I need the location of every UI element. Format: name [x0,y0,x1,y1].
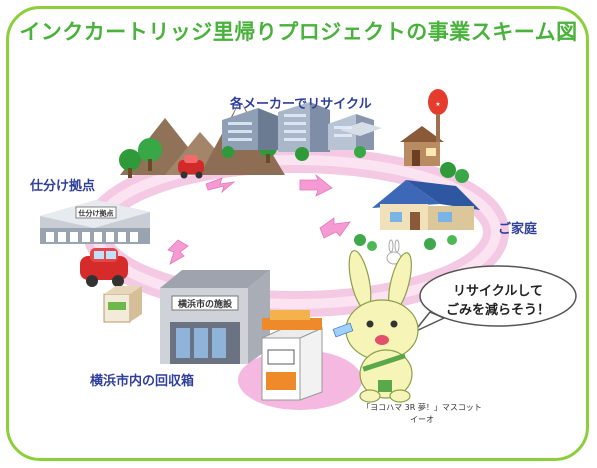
mascot-name: イーオ [410,415,434,424]
arrow-icon [299,173,333,197]
speech-line: ごみを減らそう！ [445,303,550,318]
mascot-eo-icon [332,249,419,403]
house-icon [372,180,480,230]
label-home: ご家庭 [498,222,538,237]
delivery-car-icon [178,155,204,179]
balloon-icon: ★ [428,89,448,142]
label-maker-recycle: 各メーカーでリサイクル [230,97,372,112]
label-sorting-hub: 仕分け拠点 [30,179,96,194]
mascot-caption-line: 「ヨコハマ 3R 夢！」マスコット [362,403,482,412]
svg-text:★: ★ [435,101,440,108]
sorting-hub-sign: 仕分け拠点 [78,209,114,218]
arrow-icon [205,177,236,194]
speech-bubble [413,265,577,333]
collection-car-icon [80,248,128,287]
collection-box-icon [261,310,323,401]
city-facility-building-icon [160,270,270,364]
small-trees-icon [440,162,469,183]
label-collection-box: 横浜市内の回収箱 [90,374,195,389]
rabbit-icon [386,239,402,265]
speech-line: リサイクルして [453,284,543,299]
arrow-icon [319,217,351,239]
speech-text: リサイクルして ごみを減らそう！ [428,282,568,320]
cardboard-box-icon [103,286,142,323]
factory-buildings-icon [222,102,382,161]
flow-arrows [167,173,351,265]
garden-plants-icon [354,234,457,251]
city-facility-sign: 横浜市の施設 [178,298,233,310]
mascot-caption: 「ヨコハマ 3R 夢！」マスコット イーオ [352,402,492,426]
shop-icon [400,126,444,166]
arrow-icon [167,239,189,265]
sorting-hub-building-icon [40,200,150,244]
diagram-title: インクカートリッジ里帰りプロジェクトの事業スキーム図 [19,20,578,44]
